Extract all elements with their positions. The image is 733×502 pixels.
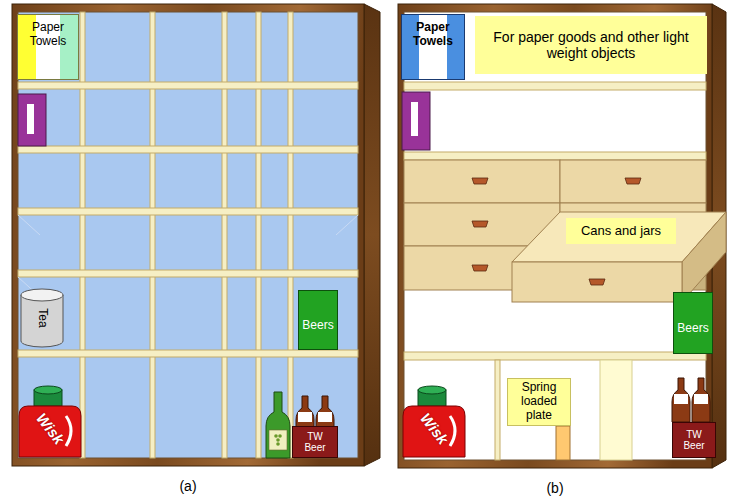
bottle-label [298,412,312,422]
shelf-board [18,208,358,215]
bottle-cap [418,386,446,394]
lattice-bar [288,12,293,458]
detergent-bottle: Wisk [18,386,82,458]
shelf-board [404,82,706,90]
drawer [404,160,560,203]
grapes [276,442,280,446]
divider [495,360,500,460]
item-label: TW Beer [679,429,709,452]
can-lid [21,289,63,301]
spring-plate [556,426,570,460]
can-body [21,295,63,347]
drawer-handle [625,178,641,184]
bottle-label [694,394,708,404]
shelf-frame [12,4,364,466]
shelf-board [404,352,706,360]
item-label: Beers [302,319,333,333]
drawer-side [682,212,726,302]
item-label: Cans and jars [581,224,661,239]
beer-box: Beers [298,290,338,350]
item-label: Tea [35,308,49,327]
bottle-label [318,412,332,422]
side-panel [364,4,380,466]
note-box: For paper goods and other light weight o… [475,16,707,74]
beer-box: Beers [673,292,713,354]
shelf-board [18,270,358,277]
lattice-bar [150,12,155,458]
item-label: Spring loaded plate [511,381,567,422]
beer-bottle [692,378,710,422]
note-box: Spring loaded plate [507,378,571,426]
figure-caption: (a) [12,478,364,494]
bottle-label [269,430,287,450]
bottle-label [674,394,688,404]
drawer-handle [472,221,488,227]
note-box: Cans and jars [566,218,676,244]
bottle-body [19,406,81,457]
swoosh [66,416,71,446]
beer-case: TW Beer [672,422,716,458]
item-label: For paper goods and other light weight o… [492,29,690,61]
item-label: Paper Towels [21,21,75,49]
beer-bottle [672,378,690,422]
drawer-front [512,262,682,302]
grapes [274,434,278,438]
light-band [600,360,632,460]
figure-caption: (b) [398,480,712,496]
drawer-handle [589,279,605,285]
bottle-cap [34,386,62,394]
paper-towel-roll: Paper Towels [17,14,79,80]
shelf-board [18,350,358,357]
book [18,94,46,146]
shelf-unit: (a)Paper TowelsTeaBeersWiskTW Beer [12,4,364,466]
bottle-body [403,406,465,457]
book-label [411,102,418,136]
perspective-line [18,215,40,235]
lattice-bar [80,12,85,458]
grapes [276,438,280,442]
drawer [560,160,706,203]
shelf-board [404,152,706,160]
detergent-bottle: Wisk [402,386,466,458]
lattice-bar [256,12,261,458]
beer-case: TW Beer [292,426,338,458]
drawer-handle [472,178,488,184]
item-label: TW Beer [300,431,330,454]
grapes [278,434,282,438]
lattice-bar [222,12,227,458]
shelf-back [18,12,358,458]
item-label: Beers [677,322,708,336]
book-label [27,104,34,134]
wine-bottle [266,392,290,458]
tea-can: Tea [20,288,64,348]
paper-towel-roll: Paper Towels [401,14,465,80]
item-label: Paper Towels [405,21,461,49]
book [402,92,430,150]
shelf-unit: (b)Paper TowelsFor paper goods and other… [398,4,712,468]
shelf-board [18,146,358,153]
shelf-board [18,82,358,89]
drawer-handle [472,265,488,271]
swoosh [450,416,455,446]
perspective-line [336,215,358,235]
